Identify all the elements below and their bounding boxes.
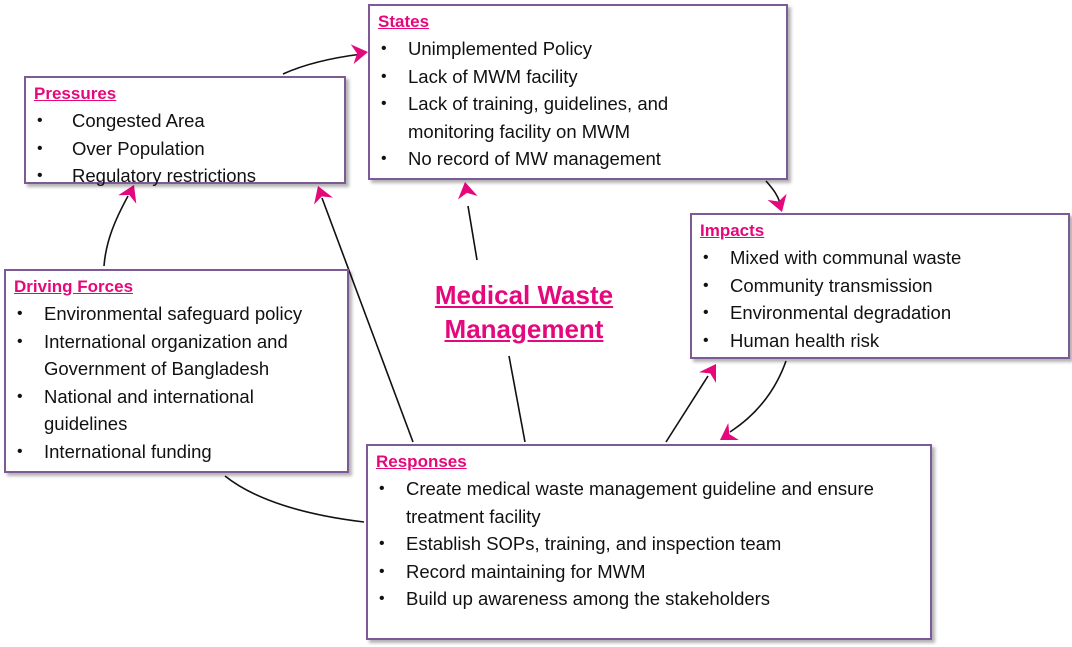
- impacts-title: Impacts: [700, 221, 765, 240]
- list-item: Mixed with communal waste: [700, 244, 1058, 272]
- list-item: Record maintaining for MWM: [376, 558, 920, 586]
- arrowhead-pressures-from-responses: [314, 186, 333, 205]
- connector-responses-to-pressures: [321, 197, 414, 443]
- list-item: Community transmission: [700, 272, 1058, 300]
- list-item: Human health risk: [700, 327, 1058, 355]
- list-item: Create medical waste management guidelin…: [376, 475, 876, 530]
- list-item: Environmental degradation: [700, 299, 1058, 327]
- states-list: Unimplemented Policy Lack of MWM facilit…: [378, 35, 776, 173]
- responses-title: Responses: [376, 452, 467, 471]
- arrowhead-impacts: [767, 193, 787, 212]
- impacts-box: Impacts Mixed with communal waste Commun…: [690, 213, 1070, 359]
- list-item: Congested Area: [34, 107, 334, 135]
- impacts-list: Mixed with communal waste Community tran…: [700, 244, 1058, 354]
- pressures-box: Pressures Congested Area Over Population…: [24, 76, 346, 189]
- list-item: International funding: [14, 438, 337, 466]
- responses-list: Create medical waste management guidelin…: [376, 475, 920, 613]
- list-item: Unimplemented Policy: [378, 35, 776, 63]
- list-item: Lack of training, guidelines, and monito…: [378, 90, 680, 145]
- list-item: Regulatory restrictions: [34, 162, 334, 190]
- states-box: States Unimplemented Policy Lack of MWM …: [368, 4, 788, 180]
- connector-responses-to-impacts: [665, 375, 709, 443]
- connector-title-to-responses: [508, 355, 526, 443]
- list-item: National and international guidelines: [14, 383, 284, 438]
- connector-drivers-to-responses: [224, 475, 365, 523]
- driving-forces-title: Driving Forces: [14, 277, 134, 296]
- driving-forces-list: Environmental safeguard policy Internati…: [14, 300, 337, 465]
- connector-drivers-to-pressures: [103, 195, 129, 267]
- pressures-list: Congested Area Over Population Regulator…: [34, 107, 334, 190]
- list-item: No record of MW management: [378, 145, 776, 173]
- list-item: International organization and Governmen…: [14, 328, 306, 383]
- pressures-title: Pressures: [34, 84, 117, 103]
- diagram-title: Medical Waste Management: [434, 280, 614, 344]
- connector-impacts-to-responses: [729, 360, 787, 433]
- list-item: Establish SOPs, training, and inspection…: [376, 530, 920, 558]
- arrowhead-pressures-from-drivers: [118, 185, 137, 204]
- arrowhead-states-from-responses: [457, 182, 478, 200]
- list-item: Environmental safeguard policy: [14, 300, 337, 328]
- driving-forces-box: Driving Forces Environmental safeguard p…: [4, 269, 349, 473]
- states-title: States: [378, 12, 430, 31]
- connector-responses-to-states: [467, 205, 478, 261]
- arrowhead-impacts-from-responses: [699, 364, 717, 383]
- connector-pressures-to-states: [282, 53, 363, 75]
- list-item: Lack of MWM facility: [378, 63, 776, 91]
- list-item: Over Population: [34, 135, 334, 163]
- connector-states-to-impacts: [765, 180, 781, 204]
- responses-box: Responses Create medical waste managemen…: [366, 444, 932, 640]
- list-item: Build up awareness among the stakeholder…: [376, 585, 920, 613]
- arrowhead-states: [350, 44, 368, 65]
- arrowhead-responses-from-impacts: [720, 423, 739, 441]
